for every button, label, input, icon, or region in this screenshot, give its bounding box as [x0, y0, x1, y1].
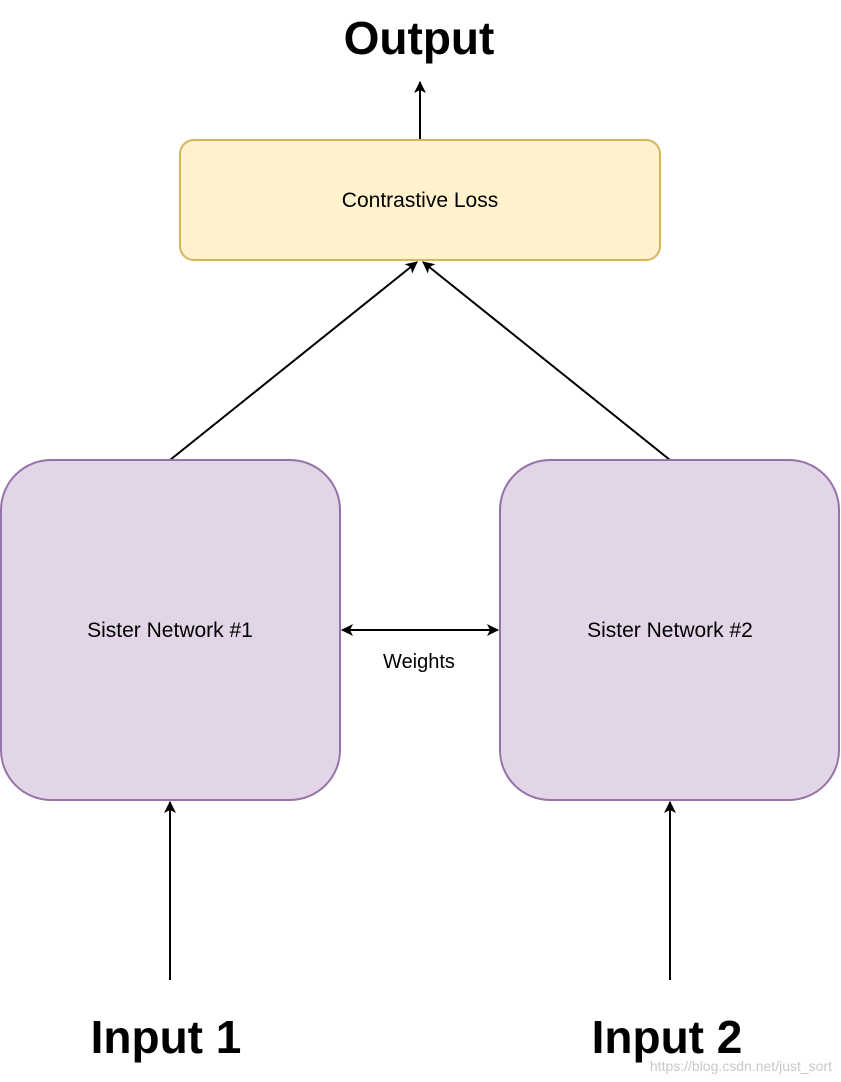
sister-network-2-node: Sister Network #2 — [499, 459, 840, 801]
contrastive-loss-label: Contrastive Loss — [342, 189, 498, 212]
sister2-to-loss-arrow — [422, 261, 671, 461]
contrastive-loss-box — [179, 139, 661, 261]
weights-label: Weights — [383, 651, 455, 673]
input-2-label: Input 2 — [592, 1011, 743, 1063]
watermark-text: https://blog.csdn.net/just_sort — [650, 1058, 832, 1074]
sister-network-1-label: Sister Network #1 — [87, 619, 253, 642]
sister-network-2-box — [499, 459, 840, 801]
sister-network-1-box — [0, 459, 341, 801]
sister-network-2-label: Sister Network #2 — [587, 619, 753, 642]
sister1-to-loss-arrow — [169, 261, 418, 461]
contrastive-loss-node: Contrastive Loss — [179, 139, 661, 261]
output-label: Output — [344, 12, 495, 64]
sister-network-1-node: Sister Network #1 — [0, 459, 341, 801]
input-1-label: Input 1 — [91, 1011, 242, 1063]
